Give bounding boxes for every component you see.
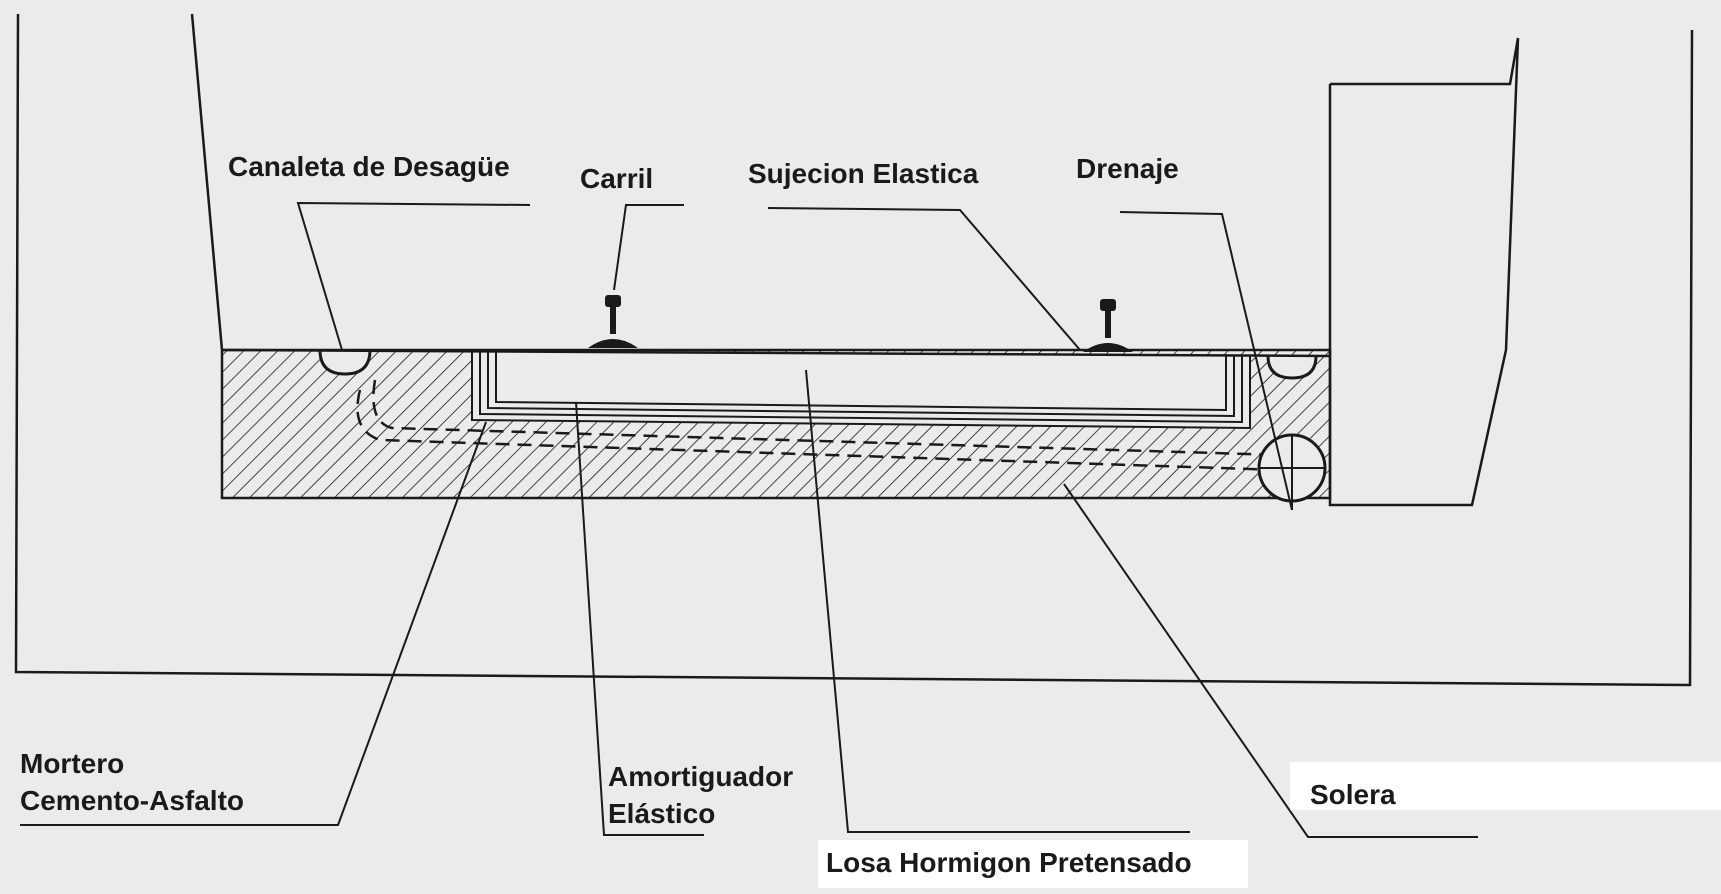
amortiguador-layer-3 [487, 352, 1235, 418]
leader-amortiguador [575, 401, 704, 836]
leader-losa [805, 369, 1190, 833]
rail-right-icon [1083, 299, 1133, 352]
rail-left-icon [588, 295, 638, 348]
label-amortiguador-1: Amortiguador [608, 761, 793, 792]
losa-slab-outline [495, 352, 1227, 412]
slab-top-surface [221, 348, 1331, 358]
label-drenaje: Drenaje [1076, 153, 1179, 184]
canaleta-channel-right [1266, 355, 1318, 380]
inner-left-wall [190, 13, 224, 351]
leader-mortero [20, 421, 487, 826]
label-solera: Solera [1310, 779, 1396, 810]
leader-canaleta [296, 201, 531, 351]
leader-drenaje [1119, 211, 1293, 511]
label-canaleta: Canaleta de Desagüe [228, 151, 510, 182]
leader-solera [1063, 483, 1478, 838]
losa-label-box [818, 840, 1248, 888]
leader-carril [613, 204, 684, 291]
label-mortero-2: Cemento-Asfalto [20, 785, 244, 816]
drainage-dashed-inner [372, 379, 1281, 457]
solera-label-box [1290, 762, 1721, 810]
label-mortero-1: Mortero [20, 748, 124, 779]
canaleta-channel-left [318, 349, 372, 376]
label-sujecion: Sujecion Elastica [748, 158, 979, 189]
leader-sujecion [767, 207, 1081, 351]
right-wall-block [1328, 37, 1520, 507]
drain-pipe-icon [1257, 433, 1327, 510]
label-carril: Carril [580, 163, 653, 194]
label-losa: Losa Hormigon Pretensado [826, 847, 1192, 878]
drainage-dashed-outer [356, 389, 1281, 472]
label-amortiguador-2: Elástico [608, 798, 715, 829]
outer-trench-outline [14, 13, 1694, 687]
amortiguador-layer-2 [479, 352, 1243, 424]
